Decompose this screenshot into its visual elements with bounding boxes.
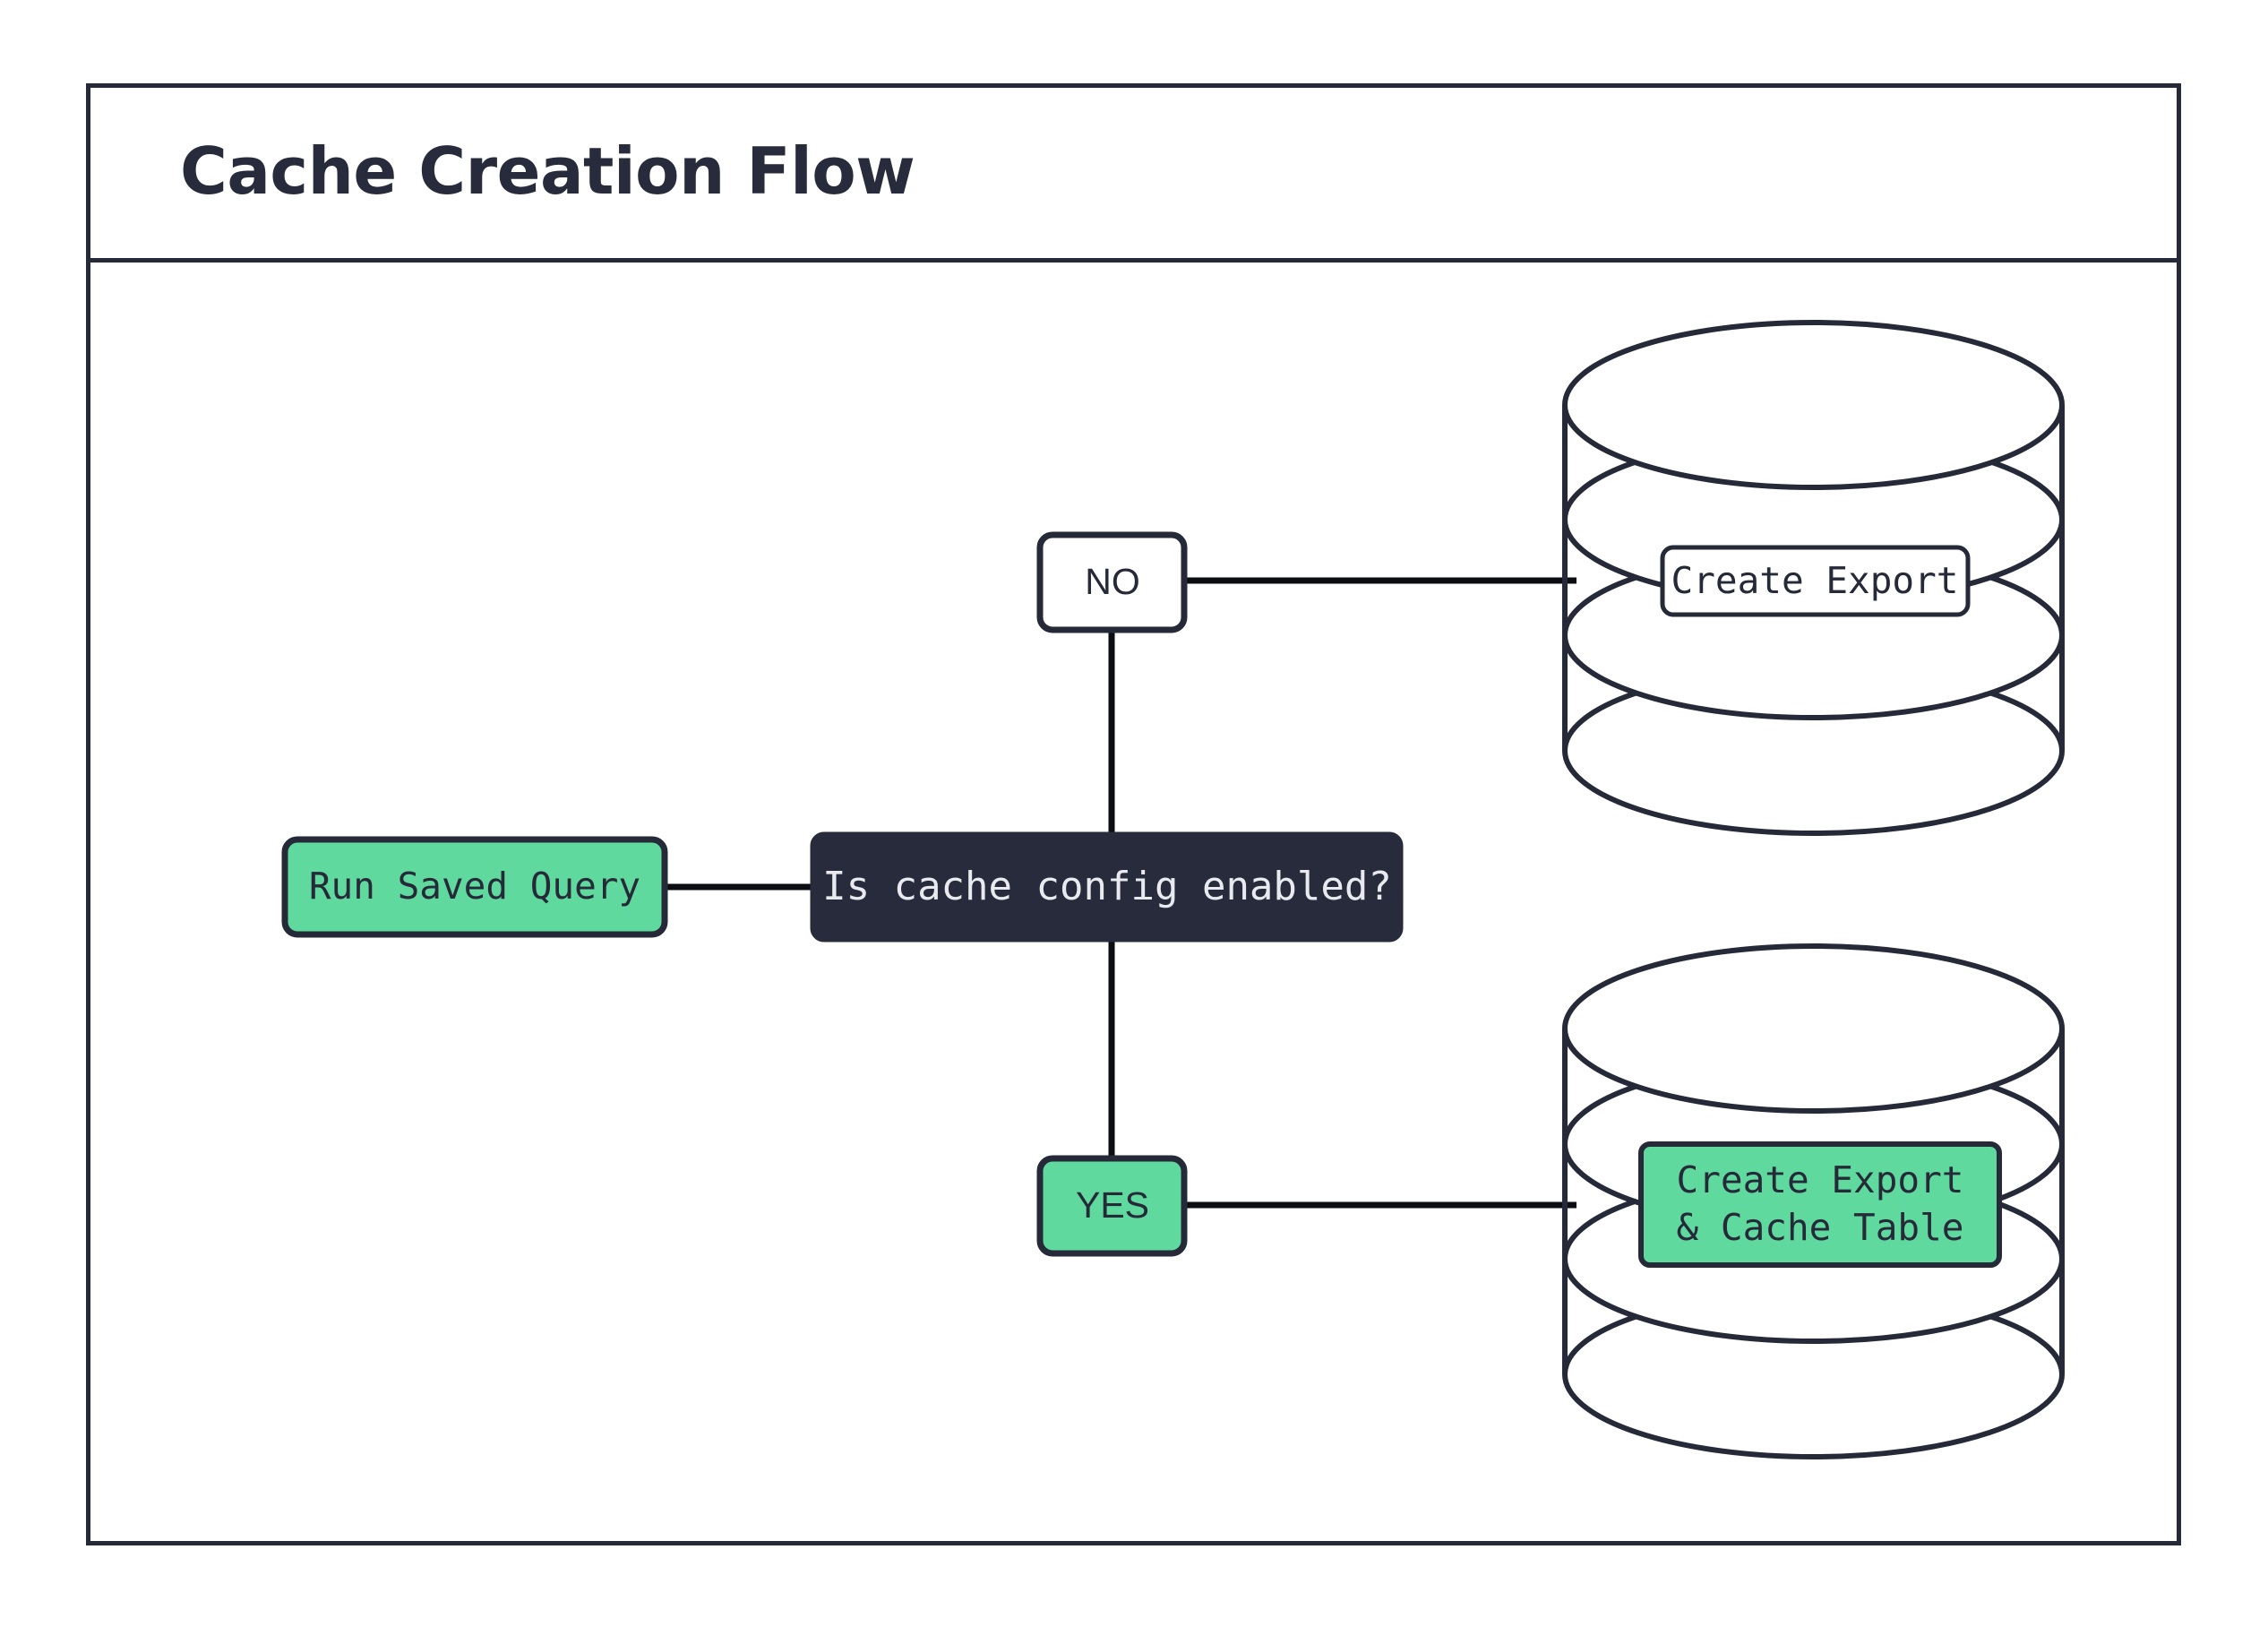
page-title: Cache Creation Flow	[180, 133, 915, 209]
node-run-saved-query[interactable]: Run Saved Query	[281, 836, 668, 938]
decision-label: Is cache config enabled?	[822, 864, 1392, 909]
decision-box[interactable]	[810, 831, 1404, 943]
database2-ring-1	[1562, 943, 2065, 1114]
database-label: Create Export	[1671, 559, 1959, 602]
run-saved-query-label: Run Saved Query	[309, 865, 640, 908]
database-create-export[interactable]: Create Export	[1562, 320, 2065, 836]
database-ring-1	[1562, 320, 2065, 490]
database-create-export-cache-table[interactable]: Create Export & Cache Table	[1562, 943, 2065, 1459]
database-label-plate	[1660, 545, 1971, 617]
node-branch-no[interactable]: NO	[1036, 531, 1188, 633]
node-is-cache-config-enabled[interactable]: Is cache config enabled?	[810, 831, 1404, 943]
node-branch-yes[interactable]: YES	[1036, 1155, 1188, 1257]
diagram-header: Cache Creation Flow	[86, 83, 2181, 263]
database2-label-plate	[1638, 1141, 2002, 1268]
run-saved-query-box[interactable]	[281, 836, 668, 938]
branch-no-box[interactable]	[1036, 531, 1188, 633]
branch-yes-box[interactable]	[1036, 1155, 1188, 1257]
database2-label-line-2: & Cache Table	[1677, 1206, 1964, 1249]
branch-no-label: NO	[1085, 561, 1140, 602]
branch-yes-label: YES	[1076, 1184, 1149, 1226]
database2-label-line-1: Create Export	[1677, 1158, 1964, 1201]
